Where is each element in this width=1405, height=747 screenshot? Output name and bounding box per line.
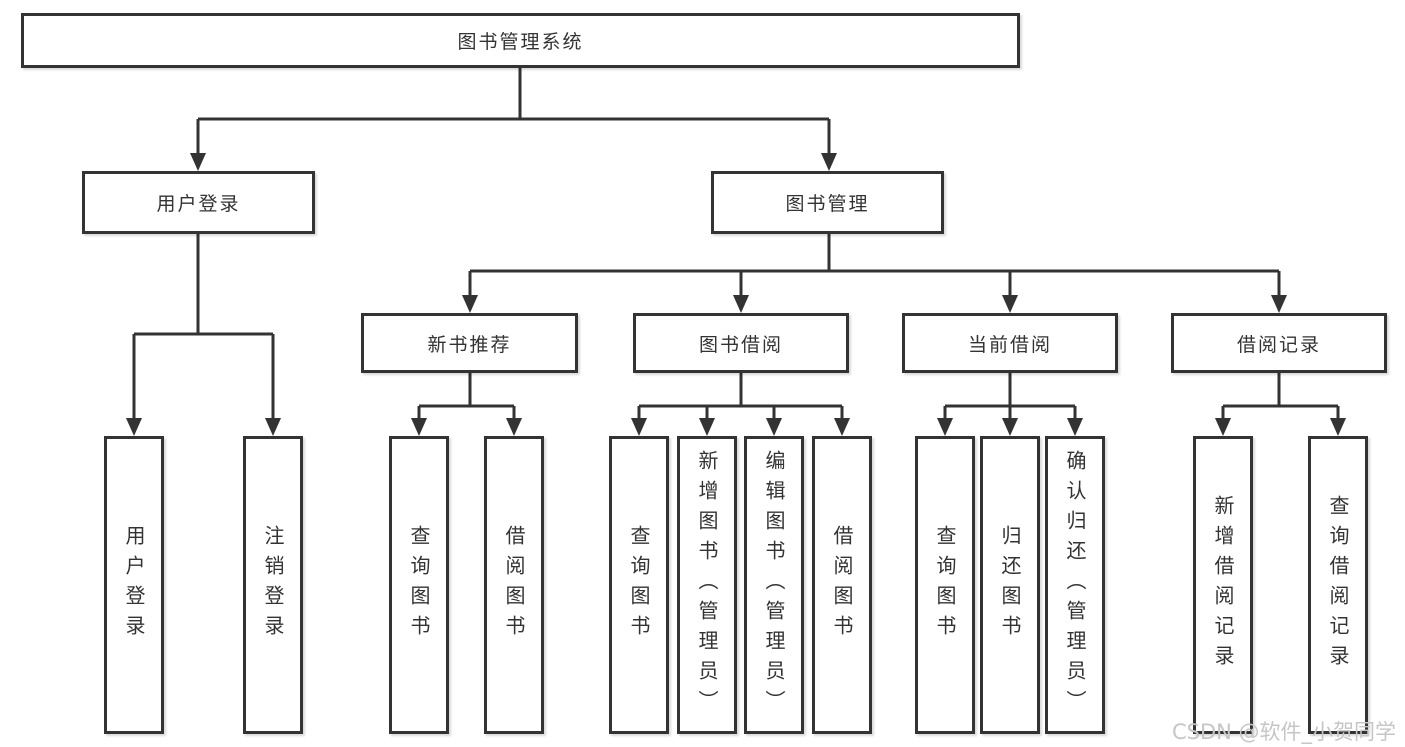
leaf-edit-book-admin: 编辑图书（管理员）	[744, 436, 804, 734]
leaf-confirm-return-admin: 确认归还（管理员）	[1045, 436, 1105, 734]
leaf-query-borrow-record: 查询借阅记录	[1308, 436, 1368, 734]
leaf-borrow-books: 借阅图书	[812, 436, 872, 734]
leaf-borrow-books-recommend: 借阅图书	[484, 436, 544, 734]
node-book-borrow: 图书借阅	[633, 313, 849, 373]
leaf-query-books-borrow: 查询图书	[609, 436, 669, 734]
leaf-user-login: 用户登录	[104, 436, 164, 734]
leaf-query-books-current: 查询图书	[915, 436, 975, 734]
node-new-book-recommend: 新书推荐	[361, 313, 578, 373]
leaf-add-borrow-record: 新增借阅记录	[1193, 436, 1253, 734]
node-book-management: 图书管理	[711, 171, 944, 234]
node-current-borrow: 当前借阅	[902, 313, 1118, 373]
arrowhead-icons	[126, 153, 1346, 436]
leaf-logout: 注销登录	[243, 436, 303, 734]
leaf-query-books-recommend: 查询图书	[389, 436, 449, 734]
leaf-add-book-admin: 新增图书（管理员）	[677, 436, 737, 734]
node-borrow-record: 借阅记录	[1171, 313, 1387, 373]
leaf-return-book: 归还图书	[980, 436, 1040, 734]
node-user-login: 用户登录	[82, 171, 315, 234]
csdn-watermark: CSDN @软件_小贺同学	[1172, 720, 1397, 744]
node-root-library-system: 图书管理系统	[21, 13, 1020, 68]
connector-paths	[132, 68, 1340, 420]
